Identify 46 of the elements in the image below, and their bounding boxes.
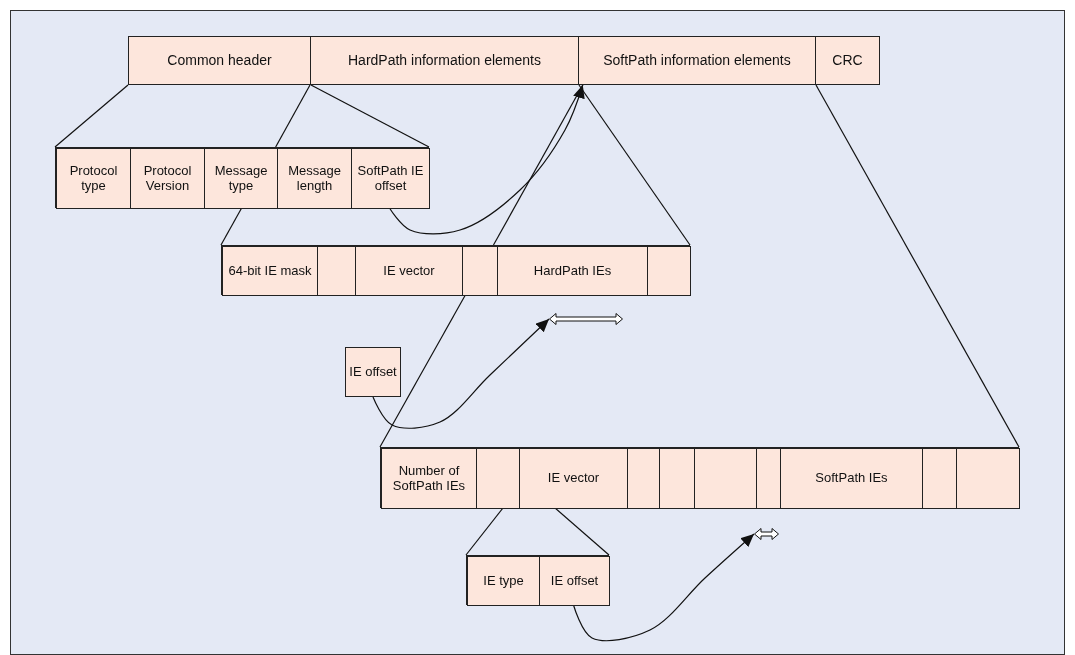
field-cell bbox=[756, 448, 781, 509]
field-row bbox=[221, 245, 690, 295]
field-cell: IE offset bbox=[345, 347, 401, 397]
expansion-line bbox=[220, 207, 243, 246]
field-row bbox=[466, 555, 609, 605]
expansion-line bbox=[554, 507, 610, 556]
field-cell: IE type bbox=[467, 556, 540, 606]
expansion-line bbox=[275, 84, 311, 148]
curved-arrow bbox=[572, 533, 755, 642]
expansion-line bbox=[379, 294, 466, 448]
curved-arrow bbox=[372, 318, 550, 429]
expansion-line bbox=[465, 507, 504, 556]
field-cell: IE offset bbox=[539, 556, 610, 606]
field-cell: HardPath IEs bbox=[497, 246, 648, 296]
field-cell: Protocol Version bbox=[130, 148, 205, 209]
field-cell: IE vector bbox=[355, 246, 463, 296]
field-cell: SoftPath IEs bbox=[780, 448, 923, 509]
field-cell bbox=[462, 246, 498, 296]
double-arrow-icon bbox=[549, 313, 623, 325]
double-arrow-icon bbox=[754, 528, 779, 540]
field-cell bbox=[647, 246, 691, 296]
field-cell bbox=[659, 448, 695, 509]
expansion-line bbox=[578, 84, 691, 246]
field-cell: Message length bbox=[277, 148, 352, 209]
field-cell bbox=[956, 448, 1020, 509]
field-cell bbox=[476, 448, 520, 509]
expansion-line bbox=[815, 84, 1020, 448]
field-cell bbox=[317, 246, 356, 296]
field-row bbox=[55, 147, 429, 208]
expansion-line bbox=[310, 84, 430, 148]
field-cell bbox=[922, 448, 957, 509]
field-cell: Number of SoftPath IEs bbox=[381, 448, 477, 509]
field-cell: Protocol type bbox=[56, 148, 131, 209]
field-cell: SoftPath IE offset bbox=[351, 148, 430, 209]
field-cell: Common header bbox=[128, 36, 311, 85]
field-cell: HardPath information elements bbox=[310, 36, 579, 85]
curved-arrow bbox=[388, 84, 585, 235]
field-cell: 64-bit IE mask bbox=[222, 246, 318, 296]
expansion-line bbox=[54, 84, 129, 148]
field-cell: Message type bbox=[204, 148, 278, 209]
field-cell: IE vector bbox=[519, 448, 628, 509]
field-cell bbox=[694, 448, 757, 509]
field-cell bbox=[627, 448, 660, 509]
field-row bbox=[380, 447, 1019, 508]
field-cell: SoftPath information elements bbox=[578, 36, 816, 85]
field-cell: CRC bbox=[815, 36, 880, 85]
